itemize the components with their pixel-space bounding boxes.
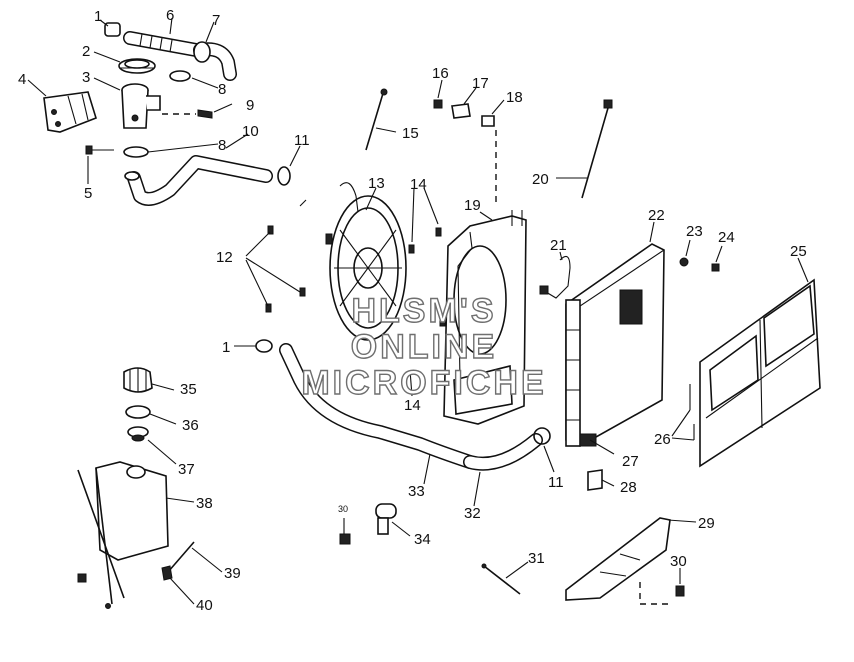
cap-part-35 — [123, 367, 153, 393]
callout-29: 29 — [698, 515, 715, 532]
screen-part-25 — [699, 278, 821, 468]
callout-16: 16 — [432, 65, 449, 82]
callout-14: 14 — [410, 176, 427, 193]
rod-part-15 — [365, 88, 388, 151]
clip-part-26 — [689, 384, 695, 440]
drain-plug-part-27-28 — [579, 433, 603, 491]
radiator-part-22 — [565, 243, 665, 447]
callout-11: 11 — [294, 132, 310, 149]
clamp-part-1-lower — [255, 339, 273, 353]
hose-part-39 — [167, 541, 195, 573]
callout-1: 1 — [94, 8, 102, 25]
callout-11: 11 — [548, 474, 564, 491]
clamp-part-11-upper — [277, 166, 291, 186]
callout-20: 20 — [532, 171, 549, 188]
callout-12: 12 — [216, 249, 233, 266]
callout-10: 10 — [242, 123, 259, 140]
callout-33: 33 — [408, 483, 425, 500]
callout-24: 24 — [718, 229, 735, 246]
rivet-part-12 — [265, 199, 307, 313]
callout-40: 40 — [196, 597, 213, 614]
thermostat-cap-part-2 — [118, 58, 156, 74]
thermostat-housing-part-3 — [121, 83, 161, 129]
watermark-line-2: ONLINE — [351, 328, 497, 366]
callout-38: 38 — [196, 495, 213, 512]
bracket-part-29 — [565, 517, 671, 601]
hose-part-32 — [463, 433, 543, 471]
dipstick-part-20 — [581, 99, 613, 199]
bracket-part-4 — [43, 91, 97, 133]
callout-14: 14 — [404, 397, 421, 414]
watermark-line-1: HLSM'S — [351, 292, 496, 330]
bushing-part-16-17-18 — [433, 99, 497, 206]
hose-part-10 — [124, 155, 273, 206]
callout-13: 13 — [368, 175, 385, 192]
clamp-part-1 — [104, 22, 121, 37]
callout-9: 9 — [246, 97, 254, 114]
reservoir-part-38 — [77, 461, 169, 605]
elbow-hose-part-7 — [193, 41, 237, 81]
callout-37: 37 — [178, 461, 195, 478]
bolt-part-30-small — [339, 518, 351, 545]
callout-3: 3 — [82, 69, 90, 86]
fitting-part-40 — [77, 565, 173, 609]
callout-19: 19 — [464, 197, 481, 214]
neck-part-37 — [127, 426, 149, 442]
clamp-part-11-lower — [533, 427, 551, 445]
callout-26: 26 — [654, 431, 671, 448]
callout-39: 39 — [224, 565, 241, 582]
callout-7: 7 — [212, 12, 220, 29]
clamp-part-8-lower — [123, 146, 149, 158]
callout-35: 35 — [180, 381, 197, 398]
nut-part-23-24 — [679, 257, 720, 272]
fan-assembly-part-13 — [325, 182, 407, 341]
callout-28: 28 — [620, 479, 637, 496]
callout-30: 30 — [670, 553, 687, 570]
callout-21: 21 — [550, 237, 567, 254]
callout-1: 1 — [222, 339, 230, 356]
watermark: HLSM'S ONLINE MICROFICHE — [301, 291, 546, 402]
callout-31: 31 — [528, 550, 545, 567]
hose-part-33 — [279, 343, 477, 469]
callout-34: 34 — [414, 531, 431, 548]
watermark-line-3: MICROFICHE — [301, 364, 546, 402]
callout-32: 32 — [464, 505, 481, 522]
sensor-wire-part-21 — [539, 255, 571, 299]
clamp-part-8-upper — [169, 70, 191, 82]
callout-23: 23 — [686, 223, 703, 240]
callout-4: 4 — [18, 71, 26, 88]
callout-18: 18 — [506, 89, 523, 106]
leader-lines — [27, 17, 809, 605]
callout-2: 2 — [82, 43, 90, 60]
callout-22: 22 — [648, 207, 665, 224]
hose-part-6 — [123, 31, 203, 57]
clamp-part-34 — [375, 503, 397, 535]
callout-27: 27 — [622, 453, 639, 470]
bolt-part-5 — [85, 145, 114, 155]
callout-8: 8 — [218, 137, 226, 154]
screw-part-14 — [408, 227, 446, 327]
callout-numbers: 1 1 2 3 4 5 6 7 8 8 9 10 11 11 12 13 14 … — [18, 7, 807, 614]
bolt-part-30 — [639, 582, 685, 605]
fan-shroud-part-19 — [443, 210, 527, 425]
gasket-part-36 — [125, 405, 151, 419]
callout-15: 15 — [402, 125, 419, 142]
callout-36: 36 — [182, 417, 199, 434]
wire-part-31 — [481, 563, 521, 595]
callout-6: 6 — [166, 7, 174, 24]
bolt-part-9 — [162, 109, 213, 119]
callout-5: 5 — [84, 185, 92, 202]
callout-17: 17 — [472, 75, 489, 92]
callout-30: 30 — [338, 504, 348, 514]
callout-25: 25 — [790, 243, 807, 260]
callout-8: 8 — [218, 81, 226, 98]
